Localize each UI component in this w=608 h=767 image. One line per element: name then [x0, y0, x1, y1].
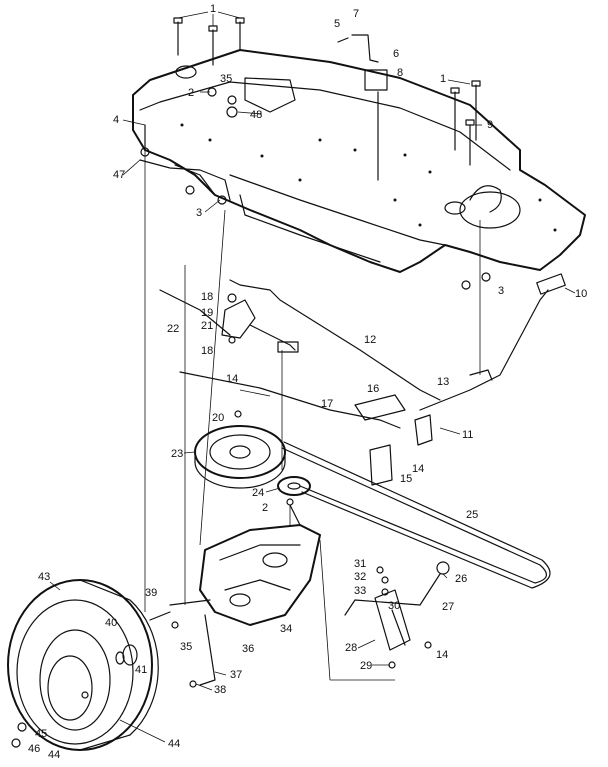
callout-23: 23 — [171, 448, 183, 460]
callout-10: 10 — [575, 288, 587, 300]
callout-labels: 1 2 3 4 5 6 7 8 9 10 11 12 13 14 15 16 1… — [28, 3, 587, 761]
callout-6: 6 — [393, 48, 399, 60]
callout-35-lower: 35 — [180, 641, 192, 653]
callout-45: 45 — [35, 728, 47, 740]
bolts-group-1 — [173, 11, 481, 166]
transaxle — [169, 498, 321, 688]
callout-34: 34 — [280, 623, 292, 635]
callout-7: 7 — [353, 8, 359, 20]
callout-32: 32 — [354, 571, 366, 583]
callout-25: 25 — [466, 509, 478, 521]
callout-14-lower: 14 — [436, 649, 448, 661]
callout-13: 13 — [437, 376, 449, 388]
callout-29: 29 — [360, 660, 372, 672]
axle-hardware — [115, 611, 179, 666]
drive-belt — [281, 441, 551, 589]
callout-12: 12 — [364, 334, 376, 346]
rear-wheel — [7, 579, 159, 751]
callout-8: 8 — [397, 67, 403, 79]
callout-5: 5 — [334, 18, 340, 30]
leader-lines — [49, 91, 576, 743]
callout-24: 24 — [252, 487, 264, 499]
callout-48: 48 — [250, 109, 262, 121]
callout-14-mid: 14 — [412, 463, 424, 475]
callout-46: 46 — [28, 743, 40, 755]
callout-43: 43 — [38, 571, 50, 583]
callout-18: 18 — [201, 291, 213, 303]
callout-22: 22 — [167, 323, 179, 335]
callout-14: 14 — [226, 373, 238, 385]
chassis-plate — [132, 49, 586, 273]
callout-3-right: 3 — [498, 285, 504, 297]
callout-16: 16 — [367, 383, 379, 395]
idler-pulley — [277, 476, 311, 496]
callout-28: 28 — [345, 642, 357, 654]
callout-19: 19 — [201, 307, 213, 319]
callout-2-lower: 2 — [262, 502, 268, 514]
brake-arm-assembly — [159, 289, 299, 353]
small-hardware — [140, 87, 491, 290]
alignment-lines — [144, 150, 481, 681]
callout-27: 27 — [442, 601, 454, 613]
callout-38: 38 — [214, 684, 226, 696]
callout-44: 44 — [48, 749, 60, 761]
callout-37: 37 — [230, 669, 242, 681]
callout-9: 9 — [487, 119, 493, 131]
callout-21: 21 — [201, 320, 213, 332]
callout-15: 15 — [400, 473, 412, 485]
latch-rod-assembly — [337, 34, 388, 181]
callout-26: 26 — [455, 573, 467, 585]
callout-3: 3 — [196, 207, 202, 219]
callout-1-right: 1 — [440, 73, 446, 85]
callout-31: 31 — [354, 558, 366, 570]
brake-cable — [179, 371, 401, 429]
shift-lever-assembly — [344, 561, 450, 669]
callout-33: 33 — [354, 585, 366, 597]
callout-1: 1 — [210, 3, 216, 15]
callout-17: 17 — [321, 398, 333, 410]
callout-2: 2 — [188, 87, 194, 99]
callout-47: 47 — [113, 169, 125, 181]
drive-pulley — [194, 410, 286, 489]
callout-39: 39 — [145, 587, 157, 599]
callout-44-right: 44 — [168, 738, 180, 750]
idler-bracket — [354, 394, 433, 486]
control-rods — [139, 159, 566, 411]
callout-20: 20 — [212, 412, 224, 424]
callout-36: 36 — [242, 643, 254, 655]
callout-18-lower: 18 — [201, 345, 213, 357]
callout-41: 41 — [135, 664, 147, 676]
callout-4: 4 — [113, 114, 119, 126]
callout-11: 11 — [462, 429, 473, 441]
callout-35: 35 — [220, 73, 232, 85]
callout-30: 30 — [388, 600, 400, 612]
callout-40: 40 — [105, 617, 117, 629]
